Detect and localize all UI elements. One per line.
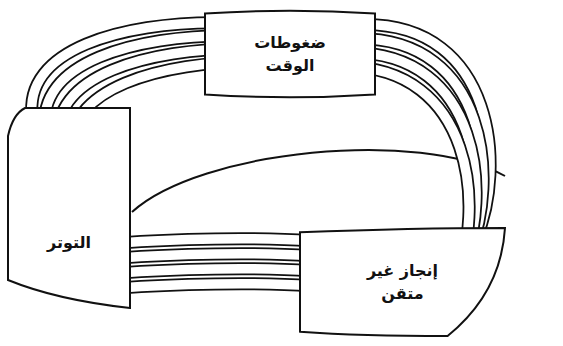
finger-outline — [120, 239, 310, 243]
finger-fill — [120, 284, 310, 288]
finger-fill — [120, 254, 310, 258]
band-outline-path — [300, 228, 505, 336]
ring-inner-edge — [132, 150, 505, 212]
band-segment: التوتر — [8, 108, 130, 308]
finger-outline — [120, 269, 310, 273]
hand-connector — [120, 239, 310, 288]
band-label: إنجاز غير متقن — [348, 259, 458, 305]
band-label: التوتر — [47, 231, 91, 254]
finger-outline — [120, 284, 310, 288]
band-outline-path — [8, 108, 130, 308]
band-outline — [205, 8, 375, 100]
band-segment: ضغوطات الوقت — [205, 8, 375, 100]
band-outline — [300, 228, 505, 336]
finger-fill — [120, 269, 310, 273]
band-outline-path — [205, 11, 375, 97]
finger-outline — [120, 254, 310, 258]
finger-fill — [120, 239, 310, 243]
band-label: ضغوطات الوقت — [235, 31, 345, 77]
band-segment: إنجاز غير متقن — [300, 228, 505, 336]
band-outline — [8, 108, 130, 308]
